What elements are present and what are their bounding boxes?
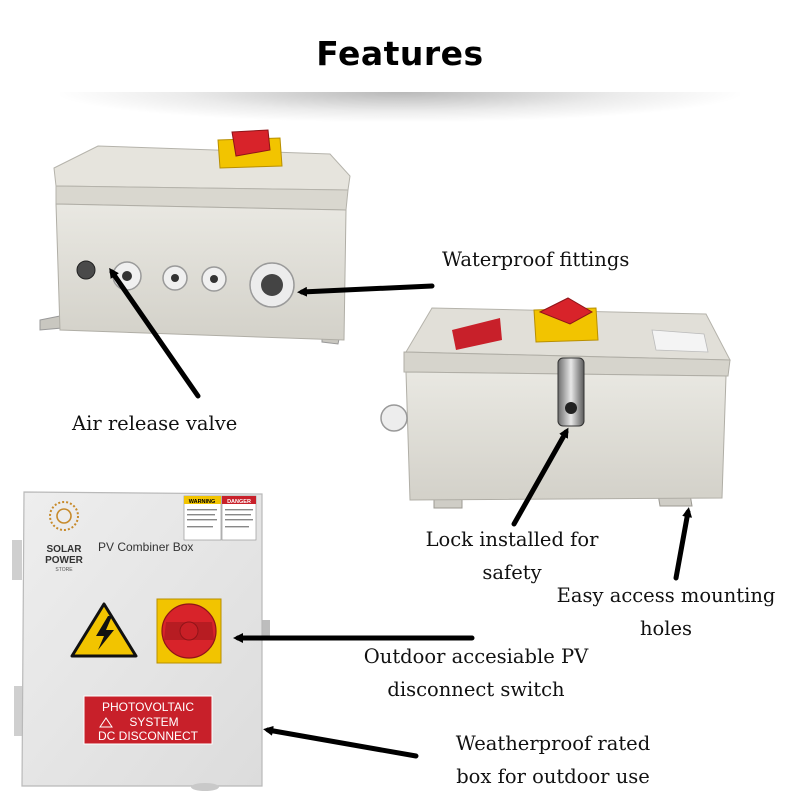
arrow-mounting (673, 507, 693, 581)
warning-stickers: WARNING DANGER (183, 495, 257, 541)
label-lock-line1: Lock installed for (425, 528, 599, 551)
svg-text:DC DISCONNECT: DC DISCONNECT (98, 729, 199, 743)
label-switch-line2: disconnect switch (387, 678, 565, 701)
label-mounting-line1: Easy access mounting (556, 584, 776, 607)
label-air-release-valve: Air release valve (72, 412, 238, 435)
svg-text:STORE: STORE (55, 567, 73, 573)
svg-text:DANGER: DANGER (227, 499, 251, 505)
arrow-waterproof (297, 283, 435, 297)
enclosure-side-view (39, 129, 351, 345)
label-weatherproof-line1: Weatherproof rated (455, 732, 651, 755)
svg-text:WARNING: WARNING (189, 499, 216, 505)
svg-text:SOLAR: SOLAR (47, 544, 83, 555)
enclosure-lock-view (380, 297, 731, 509)
pv-disconnect-sign: PHOTOVOLTAIC SYSTEM DC DISCONNECT (83, 695, 213, 745)
electrical-hazard-icon (70, 602, 138, 658)
arrow-weatherproof (263, 725, 419, 759)
air-release-valve (76, 260, 96, 280)
arrow-lock (511, 427, 569, 527)
enclosure-front-view: SOLAR POWER STORE PV Combiner Box WARNIN… (12, 491, 270, 791)
svg-text:POWER: POWER (45, 555, 84, 566)
product-label: PV Combiner Box (98, 540, 193, 554)
title-shadow (60, 92, 740, 122)
svg-text:SYSTEM: SYSTEM (129, 715, 178, 729)
arrow-air-release (109, 267, 201, 399)
rotary-switch-top (217, 129, 283, 169)
lock-hasp (557, 357, 585, 427)
label-switch-line1: Outdoor accesiable PV (363, 645, 589, 668)
disconnect-switch (156, 598, 222, 664)
label-waterproof-fittings: Waterproof fittings (442, 248, 630, 271)
label-weatherproof-line2: box for outdoor use (456, 765, 650, 788)
svg-text:PHOTOVOLTAIC: PHOTOVOLTAIC (102, 700, 194, 714)
callout-arrows (109, 267, 693, 759)
page-title: Features (316, 34, 484, 73)
label-lock-line2: safety (482, 561, 542, 584)
label-mounting-line2: holes (639, 617, 693, 640)
solar-power-store-logo: SOLAR POWER STORE (45, 501, 84, 573)
